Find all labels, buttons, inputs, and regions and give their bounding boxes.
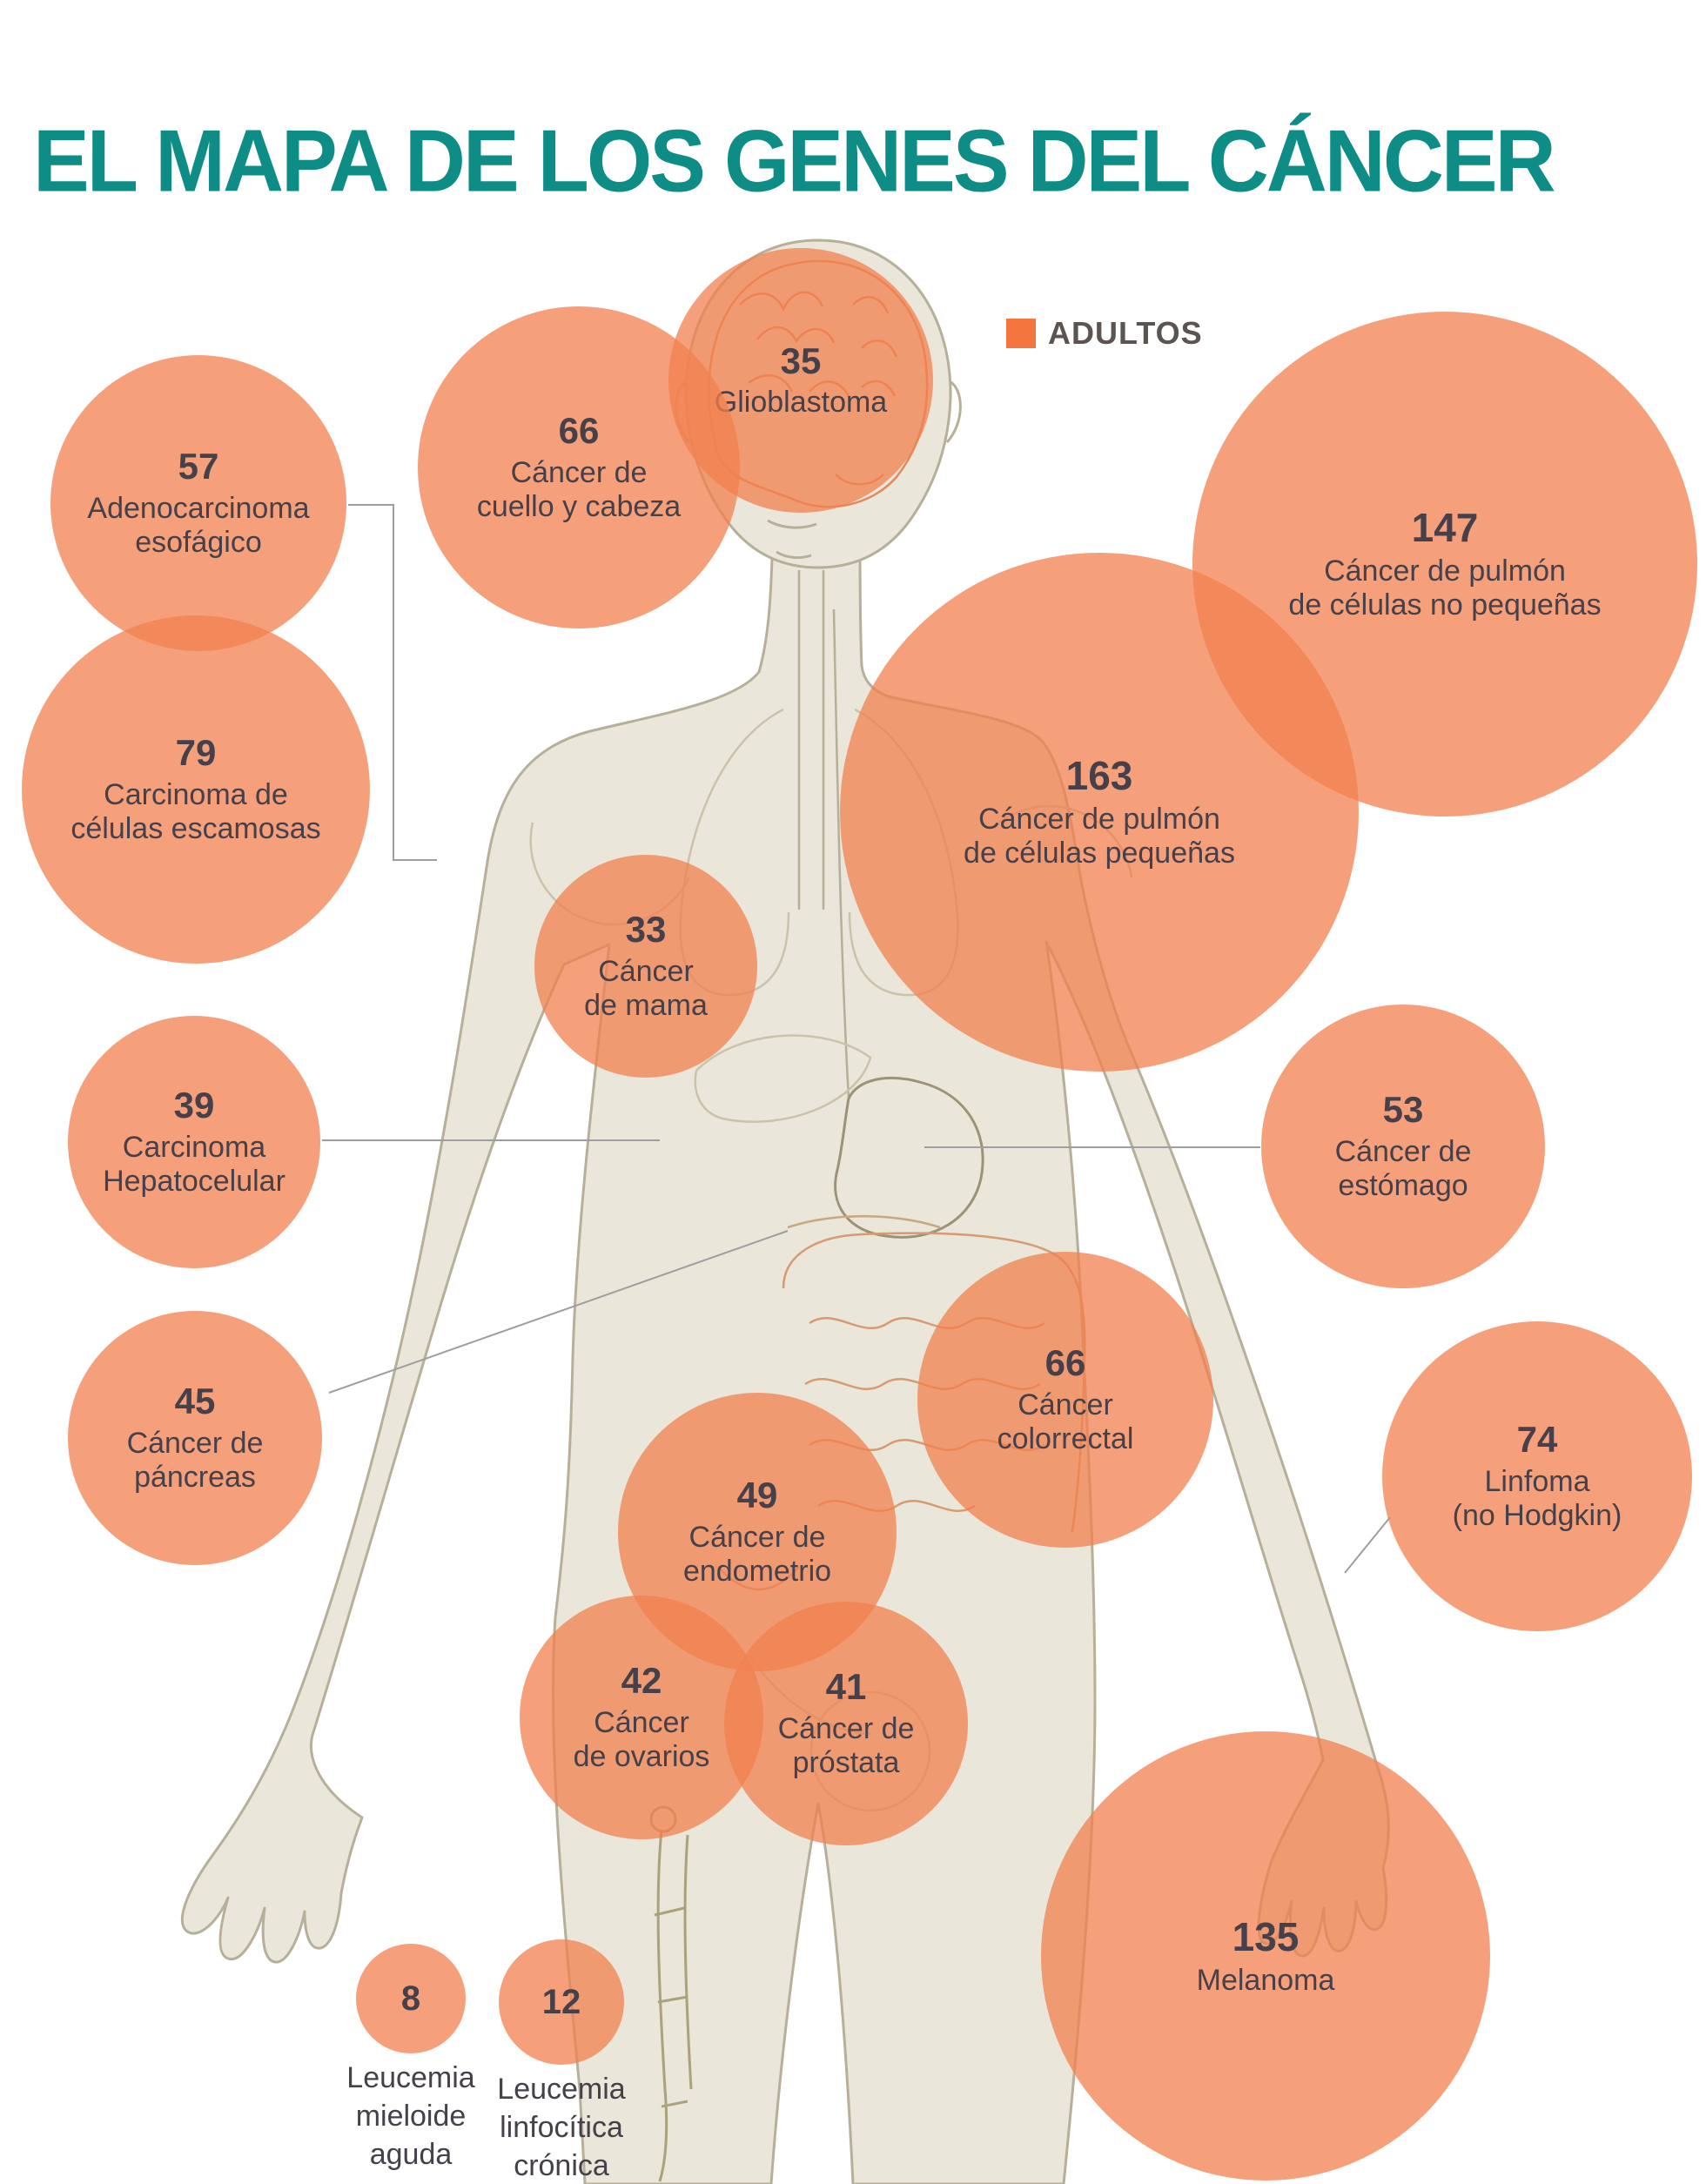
cancer-type-label: Melanoma bbox=[1196, 1963, 1335, 1997]
gene-count: 135 bbox=[1232, 1913, 1300, 1959]
gene-count: 33 bbox=[625, 909, 667, 951]
bubble-text: 8 bbox=[401, 1979, 420, 2019]
gene-count: 57 bbox=[178, 446, 219, 487]
bubble-text: 66 Cáncer de cuello y cabeza bbox=[477, 410, 681, 524]
bubble-text: 42 Cáncer de ovarios bbox=[574, 1660, 710, 1774]
pancreas-icon bbox=[787, 1215, 941, 1229]
cancer-type-label: Cáncer colorrectal bbox=[997, 1388, 1134, 1456]
connector-esophagus bbox=[348, 504, 437, 861]
gene-count: 42 bbox=[621, 1660, 662, 1702]
cancer-type-label: Cáncer de pulmón de células pequeñas bbox=[964, 803, 1235, 870]
cancer-type-label: Cáncer de pulmón de células no pequeñas bbox=[1288, 554, 1602, 622]
cancer-type-label: Linfoma (no Hodgkin) bbox=[1452, 1464, 1622, 1533]
bubble-melanoma: 135 Melanoma bbox=[1041, 1731, 1490, 2181]
bubble-leucemia-mieloide-aguda-label: Leucemia mieloide aguda bbox=[346, 2061, 475, 2172]
bubble-text: 39 Carcinoma Hepatocelular bbox=[103, 1085, 285, 1199]
bubble-adenocarcinoma-esofagico: 57 Adenocarcinoma esofágico bbox=[50, 355, 346, 651]
bubble-carcinoma-celulas-escamosas: 79 Carcinoma de células escamosas bbox=[22, 615, 370, 964]
liver-icon bbox=[694, 1034, 872, 1123]
cancer-type-label: Carcinoma de células escamosas bbox=[71, 777, 321, 846]
gene-count: 53 bbox=[1382, 1089, 1424, 1131]
bubble-text: 12 bbox=[542, 1982, 581, 2022]
legend-swatch-icon bbox=[1006, 319, 1036, 348]
gene-count: 49 bbox=[736, 1475, 778, 1516]
gene-count: 45 bbox=[174, 1381, 216, 1422]
bubble-text: 45 Cáncer de páncreas bbox=[127, 1381, 264, 1495]
gene-count: 35 bbox=[780, 340, 822, 382]
gene-count: 66 bbox=[1044, 1342, 1086, 1384]
bubble-cancer-prostata: 41 Cáncer de próstata bbox=[724, 1602, 968, 1845]
gene-count: 79 bbox=[175, 732, 217, 774]
bubble-cancer-pancreas: 45 Cáncer de páncreas bbox=[68, 1311, 322, 1565]
bubble-text: 163 Cáncer de pulmón de células pequeñas bbox=[964, 753, 1235, 871]
gene-count: 66 bbox=[558, 410, 600, 452]
gene-count: 74 bbox=[1516, 1419, 1558, 1461]
bubble-cancer-cuello-cabeza: 66 Cáncer de cuello y cabeza bbox=[418, 306, 740, 628]
bubble-text: 74 Linfoma (no Hodgkin) bbox=[1453, 1419, 1622, 1533]
bubble-text: 79 Carcinoma de células escamosas bbox=[71, 732, 320, 846]
gene-count: 8 bbox=[400, 1979, 421, 2018]
bubble-cancer-ovarios: 42 Cáncer de ovarios bbox=[520, 1596, 763, 1839]
bubble-linfoma-no-hodgkin: 74 Linfoma (no Hodgkin) bbox=[1382, 1321, 1692, 1631]
cancer-type-label: Cáncer de cuello y cabeza bbox=[476, 455, 682, 524]
bubble-cancer-colorrectal: 66 Cáncer colorrectal bbox=[917, 1252, 1213, 1548]
bubble-text: 35 Glioblastoma bbox=[715, 340, 887, 420]
legend-adults: ADULTOS bbox=[1006, 315, 1203, 352]
gene-count: 147 bbox=[1411, 505, 1479, 551]
cancer-type-label: Cáncer de próstata bbox=[777, 1711, 915, 1780]
bubble-cancer-estomago: 53 Cáncer de estómago bbox=[1261, 1005, 1545, 1288]
bubble-text: 33 Cáncer de mama bbox=[584, 909, 708, 1023]
cancer-type-label: Glioblastoma bbox=[714, 386, 888, 420]
gene-count: 39 bbox=[173, 1085, 215, 1126]
gene-count: 41 bbox=[825, 1666, 867, 1708]
bubble-text: 49 Cáncer de endometrio bbox=[683, 1475, 831, 1589]
gene-count: 163 bbox=[1065, 753, 1133, 799]
bubble-text: 57 Adenocarcinoma esofágico bbox=[87, 446, 309, 560]
bubble-text: 66 Cáncer colorrectal bbox=[997, 1342, 1134, 1456]
cancer-type-label: Cáncer de páncreas bbox=[126, 1426, 264, 1495]
gene-count: 12 bbox=[541, 1983, 581, 2021]
cancer-type-label: Cáncer de ovarios bbox=[573, 1705, 710, 1774]
bubble-leucemia-mieloide-aguda: 8 bbox=[356, 1944, 466, 2053]
cancer-type-label: Cáncer de endometrio bbox=[682, 1520, 832, 1589]
connector-lines bbox=[322, 504, 1391, 1574]
connector-lymph bbox=[1344, 1516, 1391, 1574]
cancer-type-label: Carcinoma Hepatocelular bbox=[103, 1130, 285, 1199]
bubble-text: 147 Cáncer de pulmón de células no peque… bbox=[1288, 505, 1601, 623]
bubble-pulmon-celulas-pequenas: 163 Cáncer de pulmón de células pequeñas bbox=[840, 553, 1359, 1072]
page-title: EL MAPA DE LOS GENES DEL CÁNCER bbox=[33, 111, 1556, 211]
cancer-type-label: Cáncer de mama bbox=[584, 954, 708, 1023]
bubble-leucemia-linfocitica-cronica: 12 bbox=[499, 1939, 624, 2065]
connector-pancreas bbox=[328, 1230, 789, 1394]
face-features bbox=[767, 519, 817, 560]
stomach-icon bbox=[834, 1077, 984, 1239]
bubble-text: 53 Cáncer de estómago bbox=[1335, 1089, 1472, 1203]
bubble-leucemia-linfocitica-cronica-label: Leucemia linfocítica crónica bbox=[497, 2073, 626, 2183]
bubble-cancer-mama: 33 Cáncer de mama bbox=[534, 855, 757, 1078]
bubble-text: 135 Melanoma bbox=[1197, 1914, 1335, 1998]
cancer-type-label: Cáncer de estómago bbox=[1334, 1134, 1472, 1203]
trachea-icon bbox=[797, 570, 850, 1099]
bubble-text: 41 Cáncer de próstata bbox=[778, 1666, 915, 1780]
bubble-carcinoma-hepatocelular: 39 Carcinoma Hepatocelular bbox=[68, 1016, 320, 1268]
legend-label: ADULTOS bbox=[1048, 315, 1203, 351]
cancer-type-label: Adenocarcinoma esofágico bbox=[87, 491, 310, 560]
